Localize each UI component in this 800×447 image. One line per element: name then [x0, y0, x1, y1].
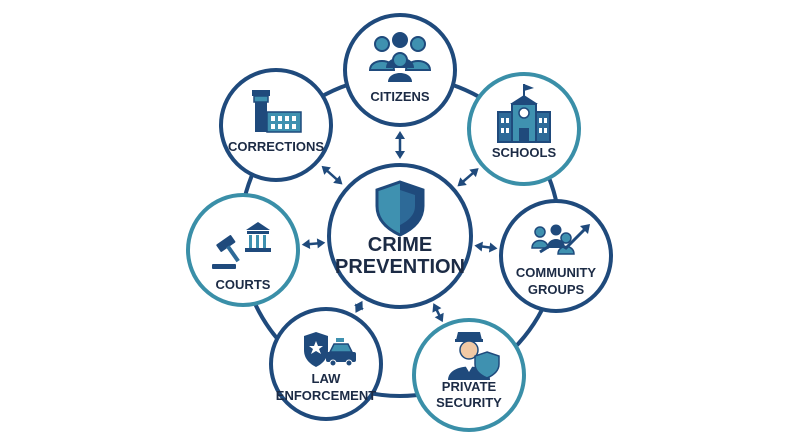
arrow-private-security: [432, 303, 444, 323]
node-citizens[interactable]: CITIZENS: [343, 13, 457, 127]
node-corrections[interactable]: CORRECTIONS: [219, 68, 333, 182]
school-icon: [497, 84, 551, 143]
law-enforcement-label-line-1: LAW: [312, 371, 342, 386]
prison-tower-icon: [252, 90, 302, 133]
gavel-courthouse-icon: [212, 222, 271, 269]
node-private-security[interactable]: PRIVATE SECURITY: [412, 318, 526, 432]
arrow-corrections: [321, 165, 343, 185]
community-groups-label-line-2: GROUPS: [528, 282, 585, 297]
people-icon: [368, 32, 432, 82]
connection-arrows: [301, 131, 498, 323]
private-security-label-line-2: SECURITY: [436, 395, 502, 410]
community-groups-label-line-1: COMMUNITY: [516, 265, 596, 280]
security-guard-icon: [448, 332, 500, 380]
law-enforcement-label-line-2: ENFORCEMENT: [276, 388, 376, 403]
citizens-label-line-1: CITIZENS: [370, 89, 430, 104]
node-law-enforcement[interactable]: LAW ENFORCEMENT: [269, 307, 383, 421]
arrow-courts: [301, 238, 326, 250]
schools-label-line-1: SCHOOLS: [492, 145, 557, 160]
center-label-line-1: CRIME: [368, 234, 432, 256]
arrow-community-groups: [474, 241, 498, 253]
arrow-schools: [457, 168, 479, 187]
private-security-label-line-1: PRIVATE: [442, 379, 497, 394]
center-node[interactable]: CRIME PREVENTION: [327, 163, 473, 309]
shield-icon: [375, 180, 425, 237]
arrow-citizens: [395, 131, 405, 159]
corrections-label-line-1: CORRECTIONS: [228, 139, 324, 154]
community-growth-icon: [531, 224, 590, 255]
police-badge-car-icon: [304, 332, 356, 367]
center-label-line-2: PREVENTION: [335, 256, 465, 278]
arrow-law-enforcement: [354, 300, 364, 313]
node-schools[interactable]: SCHOOLS: [467, 72, 581, 186]
courts-label-line-1: COURTS: [216, 277, 271, 292]
node-courts[interactable]: COURTS: [186, 193, 300, 307]
node-community-groups[interactable]: COMMUNITY GROUPS: [499, 199, 613, 313]
